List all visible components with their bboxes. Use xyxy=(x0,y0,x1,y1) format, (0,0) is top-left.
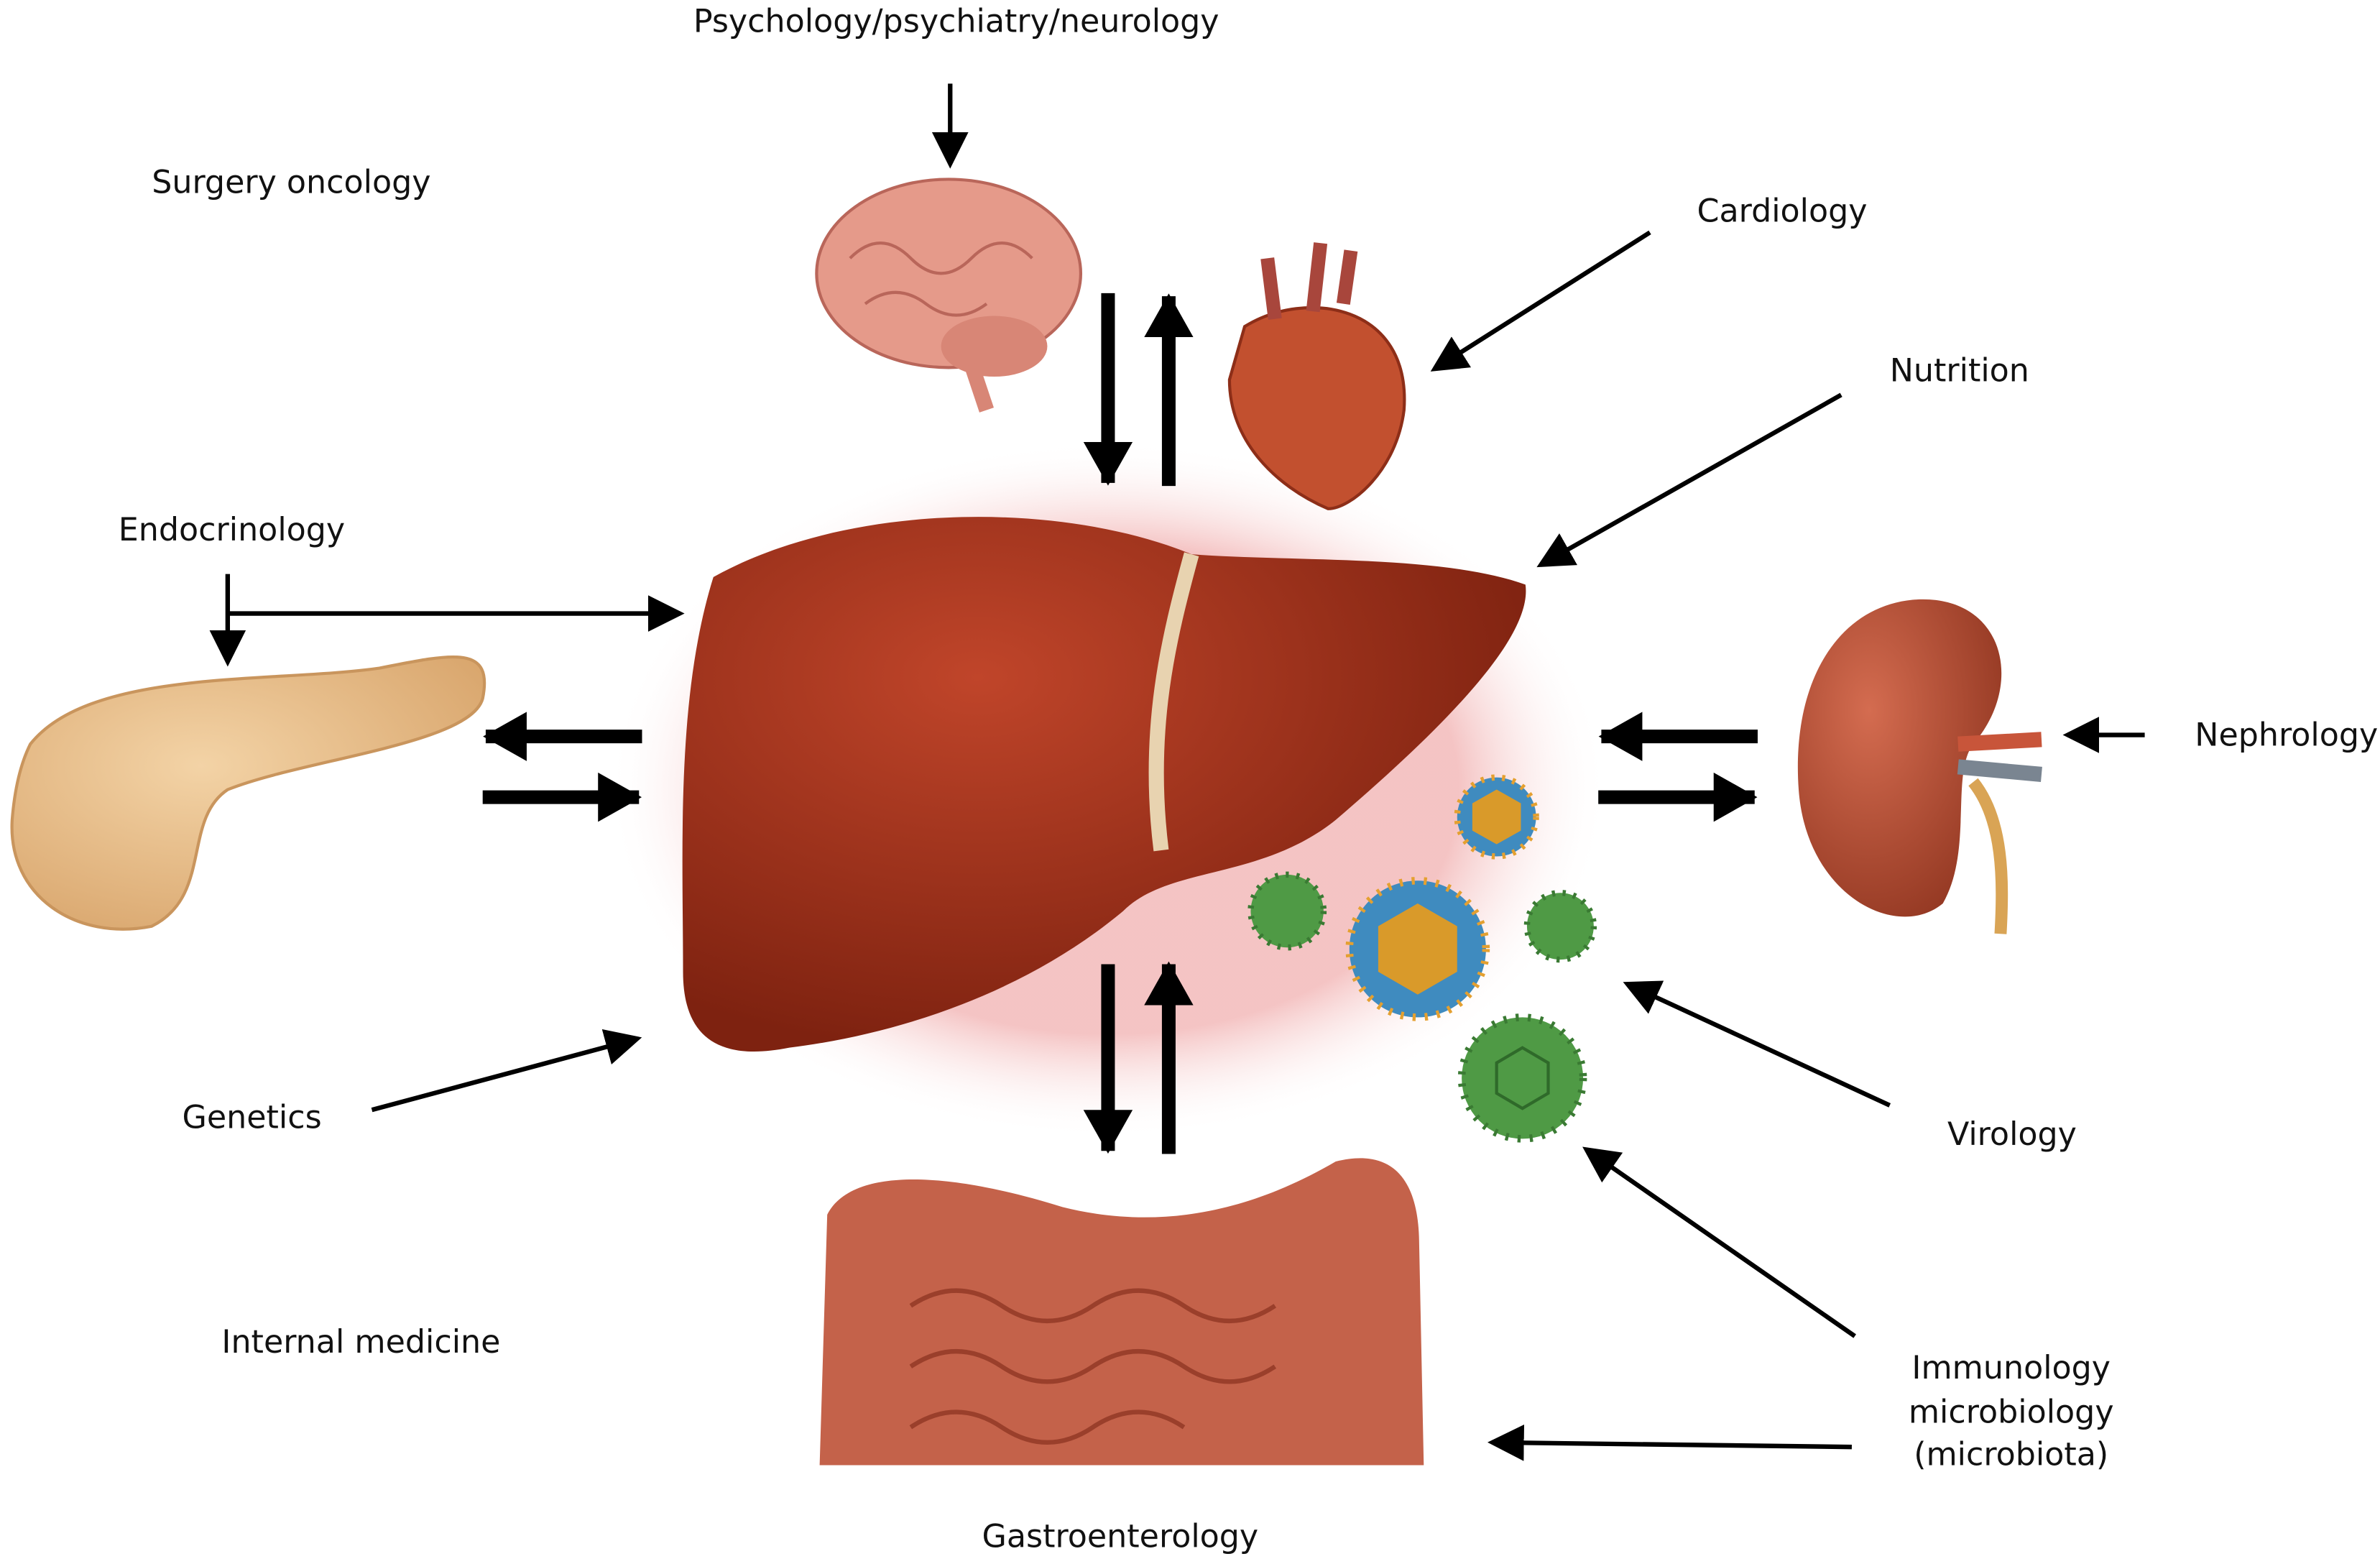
arrow-nutrition xyxy=(1536,392,1842,568)
arrow-virology xyxy=(1623,980,1891,1108)
arrow-genetics xyxy=(371,1029,642,1113)
label-microbiota: (microbiota) xyxy=(1914,1437,2108,1473)
label-microbiology: microbiology xyxy=(1909,1394,2114,1430)
arrow-cardiology xyxy=(1430,230,1651,372)
label-genetics: Genetics xyxy=(182,1100,321,1136)
brain xyxy=(815,178,1083,413)
label-gastroenterology: Gastroenterology xyxy=(982,1519,1258,1555)
label-internal-medicine: Internal medicine xyxy=(221,1324,500,1361)
label-nutrition: Nutrition xyxy=(1890,352,2029,389)
arrow-microbiota xyxy=(1488,1425,1852,1461)
label-immunology: Immunology xyxy=(1911,1350,2111,1386)
pancreas xyxy=(10,656,486,931)
label-virology: Virology xyxy=(1947,1116,2077,1153)
virus-cluster xyxy=(1247,774,1597,1143)
label-cardiology: Cardiology xyxy=(1697,193,1867,230)
label-endocrinology: Endocrinology xyxy=(119,512,345,548)
label-surgery-oncology: Surgery oncology xyxy=(152,164,430,201)
thin-arrows xyxy=(209,83,2145,1461)
intestine xyxy=(819,1158,1424,1466)
thick-arrows xyxy=(482,293,1758,1154)
kidney xyxy=(1797,599,2042,934)
label-psychology: Psychology/psychiatry/neurology xyxy=(693,4,1219,40)
heart xyxy=(1227,242,1406,510)
arrow-immunology xyxy=(1582,1146,1856,1338)
label-nephrology: Nephrology xyxy=(2195,717,2378,753)
